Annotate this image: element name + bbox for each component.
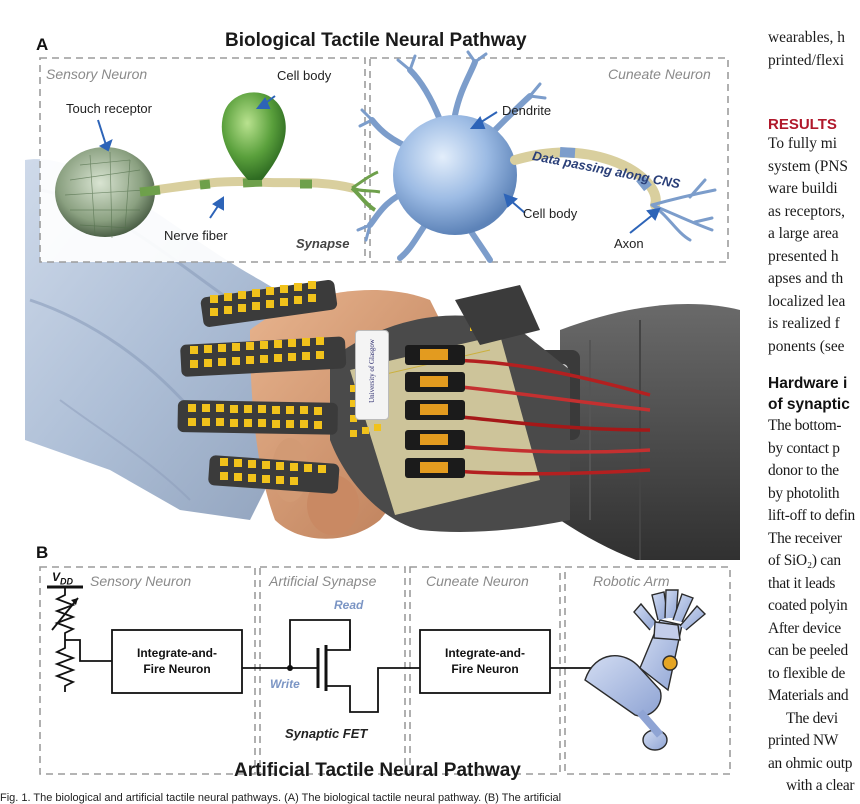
robotic-arm-box — [564, 566, 731, 775]
body-line: The receiver — [768, 529, 842, 547]
body-line: The bottom- — [768, 417, 842, 434]
axon-label: Axon — [614, 236, 644, 251]
if-neuron-block-1 — [111, 629, 243, 694]
cuneate-neuron-box-b — [409, 566, 561, 775]
results-line: localized lea — [768, 292, 846, 310]
robot-thumb — [455, 285, 540, 345]
if-neuron-text-1: Integrate-and- Fire Neuron — [112, 645, 242, 677]
results-line: a large area — [768, 225, 839, 242]
body-line: The devi — [786, 709, 838, 727]
results-line: apses and th — [768, 270, 844, 287]
results-line: To fully mi — [768, 135, 838, 152]
results-line: ware buildi — [768, 180, 838, 197]
cuneate-neuron-label-a: Cuneate Neuron — [608, 66, 711, 82]
if-neuron-text-2: Integrate-and- Fire Neuron — [420, 645, 550, 677]
if-neuron-1-line-1: Integrate-and- — [136, 646, 217, 660]
robot-forearm — [560, 304, 740, 580]
if-neuron-2-line-2: Fire Neuron — [451, 662, 519, 676]
body-line: After device — [768, 619, 841, 637]
touch-receptor-label: Touch receptor — [66, 101, 152, 116]
body-line: that it leads — [768, 574, 836, 592]
panel-a-letter: A — [36, 35, 49, 54]
if-neuron-block-2 — [419, 629, 551, 694]
body-line: Materials and — [768, 687, 849, 704]
nerve-fiber-label: Nerve fiber — [164, 228, 228, 243]
body-line: by photolith — [768, 484, 840, 502]
body-line: donor to the — [768, 462, 839, 479]
university-logo: University of Glasgow — [355, 330, 389, 420]
intro-line-1: wearables, h — [768, 29, 845, 46]
synapse-label: Synapse — [296, 236, 350, 251]
results-line: presented h — [768, 247, 839, 265]
write-label: Write — [270, 677, 300, 691]
body-line: of SiO₂) can — [768, 552, 841, 569]
cell-body-label-2: Cell body — [523, 206, 578, 221]
if-neuron-1-line-2: Fire Neuron — [143, 662, 211, 676]
sensory-neuron-box-b — [39, 566, 256, 775]
results-heading: RESULTS — [768, 116, 837, 133]
cell-body-sensory — [221, 92, 286, 180]
text-column: wearables, h printed/flexi RESULTS To fu… — [768, 27, 860, 800]
subheading-line: of synaptic — [768, 396, 850, 413]
robotic-arm-label: Robotic Arm — [593, 573, 670, 589]
panel-b-circuit — [39, 566, 731, 775]
results-line: ponents (see — [768, 337, 845, 355]
artificial-synapse-box — [259, 566, 406, 775]
dendrite-label: Dendrite — [502, 103, 552, 118]
body-line: printed NW — [768, 732, 839, 749]
artificial-synapse-label: Artificial Synapse — [269, 573, 377, 589]
panel-a-illustration — [25, 50, 740, 580]
body-line: to flexible de — [768, 664, 845, 682]
synaptic-fet-label: Synaptic FET — [285, 726, 368, 741]
touch-receptor — [55, 147, 155, 237]
read-label: Read — [334, 598, 364, 612]
sensory-neuron-label-a: Sensory Neuron — [46, 66, 148, 82]
subheading-line: Hardware i — [768, 375, 848, 392]
body-line: lift-off to defin — [768, 507, 855, 524]
if-neuron-2-line-1: Integrate-and- — [444, 646, 525, 660]
fixed-resistor — [54, 640, 76, 692]
body-line: by contact p — [768, 439, 840, 457]
body-line: an ohmic outp — [768, 754, 853, 772]
cuneate-neuron-label-b: Cuneate Neuron — [426, 573, 529, 589]
results-line: is realized f — [768, 315, 840, 332]
vdd-sub: DD — [60, 576, 74, 587]
body-line: with a clear — [786, 777, 855, 794]
vdd-label: VDD — [52, 570, 73, 586]
body-line: can be peeled — [768, 642, 848, 659]
results-line: system (PNS — [768, 157, 848, 175]
results-line: as receptors, — [768, 202, 845, 220]
cell-body-label-1: Cell body — [277, 68, 332, 83]
robotic-arm-illustration — [584, 589, 707, 751]
body-line: coated polyin — [768, 597, 848, 614]
vdd-main: V — [52, 570, 61, 584]
intro-line-2: printed/flexi — [768, 51, 845, 69]
figure-caption: Fig. 1. The biological and artificial ta… — [0, 792, 562, 804]
sensory-neuron-label-b: Sensory Neuron — [90, 573, 192, 589]
panel-a-title: Biological Tactile Neural Pathway — [225, 30, 527, 51]
panel-b-letter: B — [36, 543, 49, 562]
panel-b-title: Artificial Tactile Neural Pathway — [234, 760, 521, 781]
